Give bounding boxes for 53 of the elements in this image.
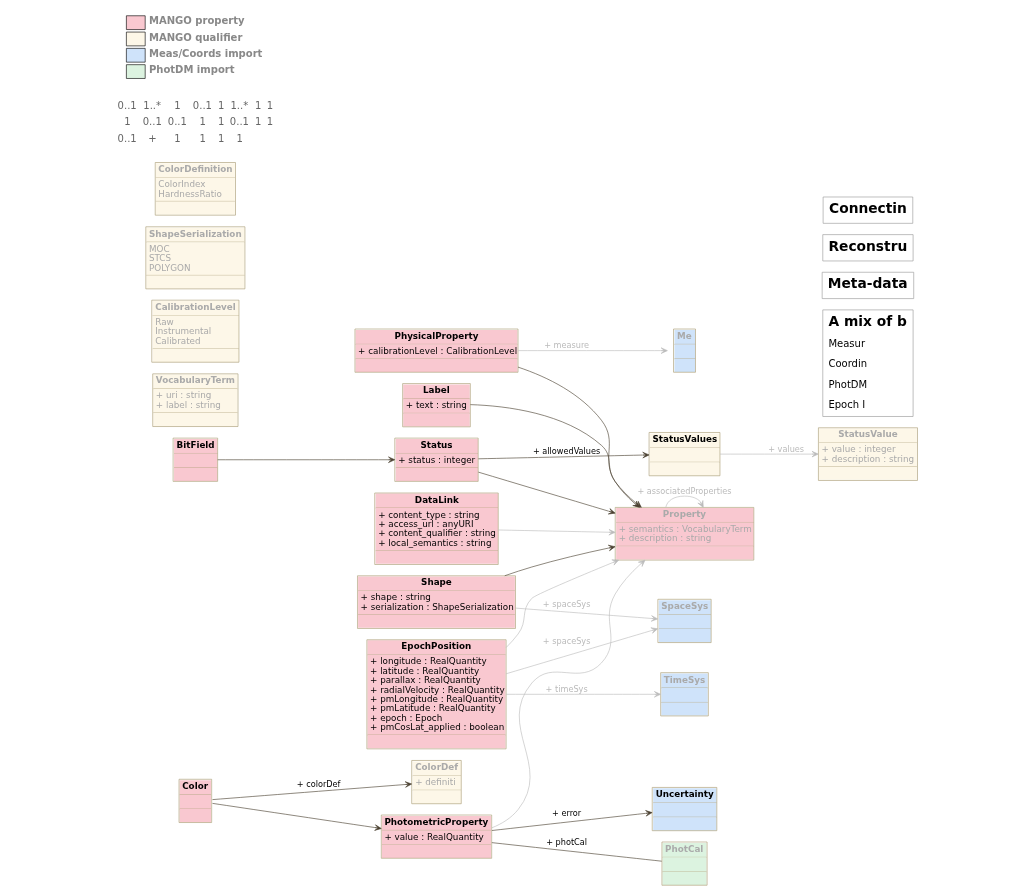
label: 1..* <box>229 100 248 112</box>
label: 0..1 <box>192 100 212 112</box>
label: 0..1 <box>167 116 187 128</box>
edge-label: + associatedProperties <box>636 485 732 496</box>
arrow <box>211 781 412 800</box>
label: 1 <box>173 132 181 144</box>
arrow <box>497 529 615 536</box>
label: 1 <box>235 132 243 144</box>
legend-label: MANGO qualifier <box>148 31 242 43</box>
arrow <box>491 810 652 831</box>
arrow <box>216 456 395 463</box>
edge-label: + error <box>551 808 581 819</box>
arrow <box>477 471 615 515</box>
arrow <box>505 691 661 698</box>
arrow <box>505 559 619 648</box>
arrow <box>719 450 819 458</box>
label: 0..1 <box>117 132 137 144</box>
label: + <box>147 132 157 144</box>
label: 1 <box>266 116 273 128</box>
legend-label: Meas/Coords import <box>148 48 262 60</box>
arrow <box>514 607 658 622</box>
legend-label: PhotDM import <box>148 64 235 76</box>
label: 1 <box>217 100 224 112</box>
edge-label: + spaceSys <box>542 599 590 610</box>
arrow <box>505 627 658 675</box>
edge-label: + allowedValues <box>532 446 600 457</box>
arrow <box>664 495 704 508</box>
label: 0..1 <box>117 100 137 112</box>
label: 1 <box>254 100 261 112</box>
label: 1 <box>198 132 206 144</box>
label: 0..1 <box>142 116 162 128</box>
arrow <box>503 544 615 577</box>
legend-label: MANGO property <box>148 15 244 27</box>
edge-label: + spaceSys <box>542 636 590 647</box>
edge-label: + measure <box>543 340 589 351</box>
label: 1 <box>217 116 224 128</box>
label: 1 <box>217 132 224 144</box>
arrow <box>477 451 649 460</box>
edge-label: + photCal <box>545 837 587 848</box>
arrow <box>211 803 382 831</box>
arrow <box>517 347 668 354</box>
connector <box>491 842 662 862</box>
edge-label: + colorDef <box>296 779 340 790</box>
edge-label: + values <box>767 443 804 454</box>
label: 1 <box>254 116 261 128</box>
label: 1 <box>173 100 181 112</box>
edge-label: + timeSys <box>545 684 588 695</box>
label: 0..1 <box>229 116 249 128</box>
label: 1..* <box>142 100 161 112</box>
label: 1 <box>198 116 206 128</box>
label: 1 <box>266 100 273 112</box>
label: 1 <box>123 116 131 128</box>
arrow <box>491 559 645 829</box>
